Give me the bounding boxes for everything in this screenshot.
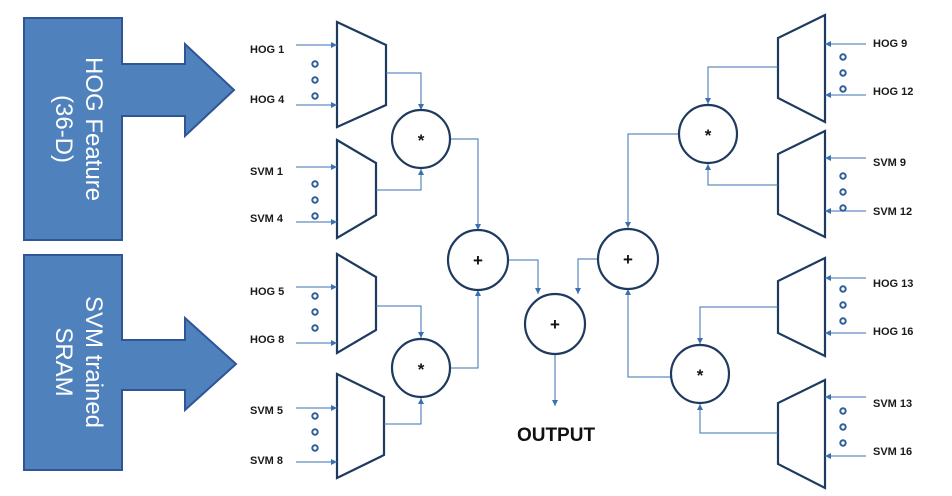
ellipsis-dot xyxy=(311,212,319,220)
ellipsis-dot xyxy=(839,204,847,212)
hog-feature-block: HOG Feature (36-D) xyxy=(23,17,236,241)
ellipsis-dot xyxy=(311,196,319,204)
svm-sram-block: SVM trained SRAM xyxy=(23,254,238,471)
svm-sram-title: SVM trained xyxy=(80,296,107,428)
wiring xyxy=(376,66,778,434)
output-label: OUTPUT xyxy=(517,425,596,446)
input-label-hog-16: HOG 16 xyxy=(873,326,913,338)
ellipsis-dot xyxy=(839,53,847,61)
mux-right-hog-13-16: HOG 13 HOG 16 xyxy=(776,256,913,358)
add-symbol: + xyxy=(623,250,633,269)
mux-left-svm-1-4: SVM 1 SVM 4 xyxy=(250,138,378,240)
ellipsis-dot xyxy=(311,324,319,332)
multiplier-left-top: * xyxy=(390,108,452,170)
ellipsis-dot xyxy=(839,172,847,180)
input-label-hog-1: HOG 1 xyxy=(250,44,284,56)
add-symbol: + xyxy=(550,315,560,334)
mux-left-hog-5-8: HOG 5 HOG 8 xyxy=(250,252,378,355)
ellipsis-dot xyxy=(839,69,847,77)
ellipsis-dot xyxy=(839,423,847,431)
mux-left-svm-5-8: SVM 5 SVM 8 xyxy=(250,372,386,480)
input-label-svm-13: SVM 13 xyxy=(873,398,912,410)
input-label-hog-12: HOG 12 xyxy=(873,86,913,98)
adder-output: + xyxy=(523,292,587,356)
multiply-symbol: * xyxy=(418,360,425,379)
ellipsis-dot xyxy=(839,317,847,325)
mux-right-svm-9-12: SVM 9 SVM 12 xyxy=(776,129,912,239)
input-label-svm-1: SVM 1 xyxy=(250,166,283,178)
input-label-svm-8: SVM 8 xyxy=(250,455,283,467)
svm-sram-subtitle: SRAM xyxy=(50,327,77,396)
multiply-symbol: * xyxy=(705,126,712,145)
adder-right: + xyxy=(596,227,660,291)
multiplier-right-top: * xyxy=(677,103,739,165)
ellipsis-dot xyxy=(311,180,319,188)
ellipsis-dot xyxy=(839,188,847,196)
ellipsis-dot xyxy=(311,412,319,420)
ellipsis-dot xyxy=(839,407,847,415)
input-label-svm-4: SVM 4 xyxy=(250,213,284,225)
ellipsis-dot xyxy=(311,428,319,436)
input-label-hog-5: HOG 5 xyxy=(250,286,284,298)
ellipsis-dot xyxy=(839,301,847,309)
hog-feature-title: HOG Feature xyxy=(80,57,107,201)
multiplier-right-bottom: * xyxy=(669,343,731,405)
mux-left-hog-1-4: HOG 1 HOG 4 xyxy=(250,20,388,129)
multiply-symbol: * xyxy=(697,366,704,385)
mux-right-svm-13-16: SVM 13 SVM 16 xyxy=(776,378,912,490)
multiply-symbol: * xyxy=(418,131,425,150)
input-label-svm-16: SVM 16 xyxy=(873,446,912,458)
input-label-svm-12: SVM 12 xyxy=(873,206,912,218)
ellipsis-dot xyxy=(311,292,319,300)
hog-feature-dimension: (36-D) xyxy=(50,95,77,163)
add-symbol: + xyxy=(473,251,483,270)
ellipsis-dot xyxy=(311,308,319,316)
adder-left: + xyxy=(446,228,510,292)
multiplier-left-bottom: * xyxy=(390,337,452,399)
ellipsis-dot xyxy=(839,85,847,93)
ellipsis-dot xyxy=(839,439,847,447)
ellipsis-dot xyxy=(311,76,319,84)
ellipsis-dot xyxy=(839,285,847,293)
ellipsis-dot xyxy=(311,444,319,452)
input-label-hog-9: HOG 9 xyxy=(873,38,907,50)
ellipsis-dot xyxy=(311,60,319,68)
ellipsis-dot xyxy=(311,92,319,100)
input-label-hog-13: HOG 13 xyxy=(873,278,913,290)
input-label-hog-4: HOG 4 xyxy=(250,94,285,106)
mux-right-hog-9-12: HOG 9 HOG 12 xyxy=(776,13,913,124)
input-label-svm-5: SVM 5 xyxy=(250,405,283,417)
input-label-hog-8: HOG 8 xyxy=(250,334,284,346)
input-label-svm-9: SVM 9 xyxy=(873,157,906,169)
